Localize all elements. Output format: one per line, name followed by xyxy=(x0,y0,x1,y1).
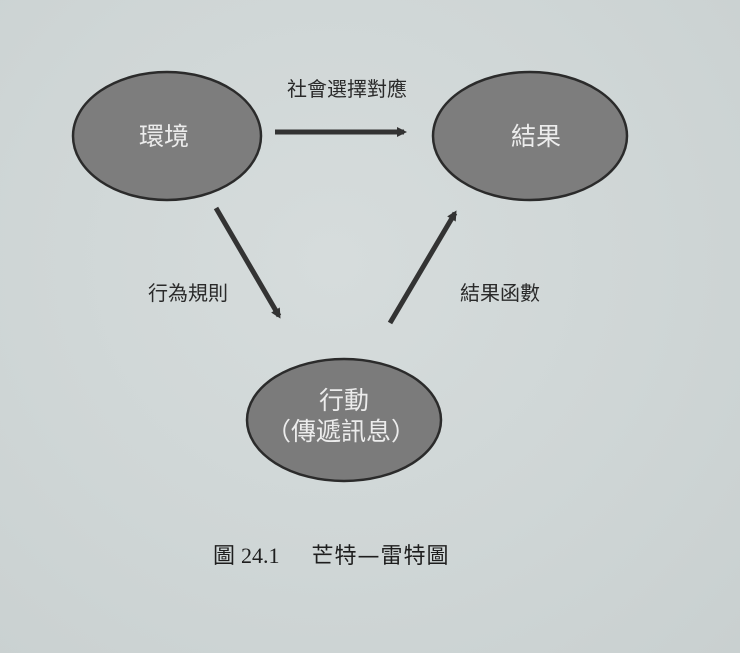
node-environment: 環境 xyxy=(71,70,263,202)
outcome-function-label: 結果函數 xyxy=(460,281,540,305)
action-ellipse xyxy=(245,357,443,483)
edge-environment-to-action: 行為規則 xyxy=(148,206,282,319)
action-label-line1: 行動 xyxy=(319,386,369,415)
outcome-ellipse xyxy=(431,70,629,202)
arrow-up-right-icon xyxy=(387,210,458,325)
figure-caption: 圖 24.1 芒特—雷特圖 xyxy=(213,538,450,570)
behavior-rule-label: 行為規則 xyxy=(148,281,228,305)
arrow-down-right-icon xyxy=(213,206,282,319)
figure-caption-title: 芒特—雷特圖 xyxy=(311,544,450,569)
node-outcome: 結果 xyxy=(431,70,629,202)
figure-caption-prefix: 圖 xyxy=(213,544,236,569)
outcome-label: 結果 xyxy=(511,122,561,151)
edge-environment-to-outcome: 社會選擇對應 xyxy=(275,77,407,137)
node-action: 行動 （傳遞訊息） xyxy=(245,357,443,483)
social-choice-correspondence-label: 社會選擇對應 xyxy=(287,77,407,101)
environment-label: 環境 xyxy=(139,122,189,151)
action-label-line2: （傳遞訊息） xyxy=(266,417,416,446)
figure-caption-number: 24.1 xyxy=(241,543,280,568)
environment-ellipse xyxy=(71,70,263,202)
edge-action-to-outcome: 結果函數 xyxy=(387,210,540,325)
